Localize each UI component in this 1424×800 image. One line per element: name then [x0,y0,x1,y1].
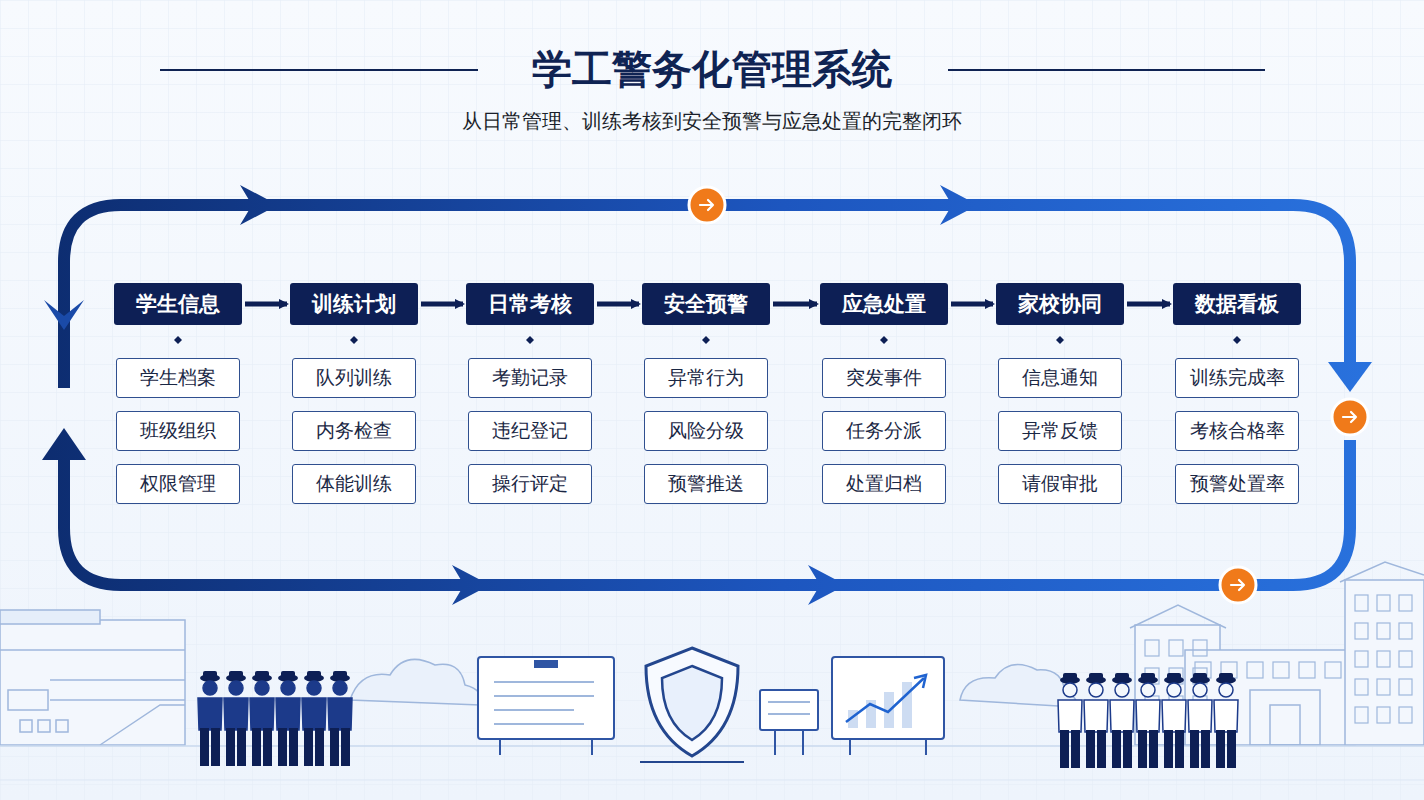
officer-figure [1058,673,1082,768]
item-label: 预警处置率 [1190,471,1285,497]
caption-text: 从日常管理、训练考核到安全预警与应急处置的完整闭环 [462,109,962,133]
item-label: 突发事件 [846,365,922,391]
item-label: 预警推送 [668,471,744,497]
flow-arrow [245,302,287,307]
item-label: 班级组织 [140,418,216,444]
item-label: 学生档案 [140,365,216,391]
loop-badge [689,187,725,223]
title: 学工警务化管理系统 [0,42,1424,97]
module-header: 应急处置 [820,283,948,325]
module-title: 应急处置 [842,290,926,318]
function-item: 权限管理 [116,464,240,504]
officer-figure [198,671,222,766]
item-label: 风险分级 [668,418,744,444]
officer-figure [1214,673,1238,768]
badge-arrow [700,200,713,210]
bullet-diamond [1233,336,1241,344]
item-label: 考核合格率 [1190,418,1285,444]
function-item: 训练完成率 [1175,358,1299,398]
module-title: 数据看板 [1195,290,1279,318]
flow-arrow [1127,302,1170,307]
function-item: 考核合格率 [1175,411,1299,451]
module-header: 安全预警 [642,283,770,325]
item-label: 违纪登记 [492,418,568,444]
item-label: 处置归档 [846,471,922,497]
module-header: 学生信息 [114,283,242,325]
officer-figure [1188,673,1212,768]
function-item: 异常反馈 [998,411,1122,451]
item-label: 任务分派 [846,418,922,444]
function-item: 学生档案 [116,358,240,398]
bullet-diamond [350,336,358,344]
loop-badge [1332,399,1368,435]
officer-figure [1162,673,1186,768]
function-item: 任务分派 [822,411,946,451]
module-header: 家校协同 [996,283,1124,325]
officer-figure [302,671,326,766]
item-label: 操行评定 [492,471,568,497]
module-title: 安全预警 [664,290,748,318]
bullet-diamond [702,336,710,344]
module-header: 数据看板 [1173,283,1301,325]
officer-figure [276,671,300,766]
function-item: 处置归档 [822,464,946,504]
item-label: 队列训练 [316,365,392,391]
function-item: 突发事件 [822,358,946,398]
module-title: 家校协同 [1018,290,1102,318]
function-item: 队列训练 [292,358,416,398]
officer-figure [250,671,274,766]
function-item: 操行评定 [468,464,592,504]
bullet-diamond [526,336,534,344]
bullet-diamond [1056,336,1064,344]
item-label: 体能训练 [316,471,392,497]
item-label: 权限管理 [140,471,216,497]
officer-figure [328,671,352,766]
module-title: 训练计划 [312,290,396,318]
item-label: 异常反馈 [1022,418,1098,444]
loop-badge [1220,567,1256,603]
module-header: 日常考核 [466,283,594,325]
function-item: 信息通知 [998,358,1122,398]
item-label: 请假审批 [1022,471,1098,497]
bullet-diamond [174,336,182,344]
function-item: 风险分级 [644,411,768,451]
item-label: 异常行为 [668,365,744,391]
officer-figure [1110,673,1134,768]
module-header: 训练计划 [290,283,418,325]
function-item: 预警处置率 [1175,464,1299,504]
officer-figure [1136,673,1160,768]
officer-figure [224,671,248,766]
module-title: 学生信息 [136,290,220,318]
function-item: 考勤记录 [468,358,592,398]
function-item: 班级组织 [116,411,240,451]
flow-arrow [951,302,993,307]
flow-arrow [597,302,639,307]
item-label: 训练完成率 [1190,365,1285,391]
function-item: 体能训练 [292,464,416,504]
function-item: 违纪登记 [468,411,592,451]
caption: 从日常管理、训练考核到安全预警与应急处置的完整闭环 [0,108,1424,135]
title-text: 学工警务化管理系统 [532,46,892,92]
function-item: 内务检查 [292,411,416,451]
officer-figure [1084,673,1108,768]
item-label: 考勤记录 [492,365,568,391]
function-item: 预警推送 [644,464,768,504]
function-item: 请假审批 [998,464,1122,504]
item-label: 信息通知 [1022,365,1098,391]
badge-arrow [1343,412,1356,422]
bullet-diamond [880,336,888,344]
flow-arrow [421,302,463,307]
flow-arrow [773,302,817,307]
module-title: 日常考核 [488,290,572,318]
badge-arrow [1231,580,1244,590]
function-item: 异常行为 [644,358,768,398]
item-label: 内务检查 [316,418,392,444]
